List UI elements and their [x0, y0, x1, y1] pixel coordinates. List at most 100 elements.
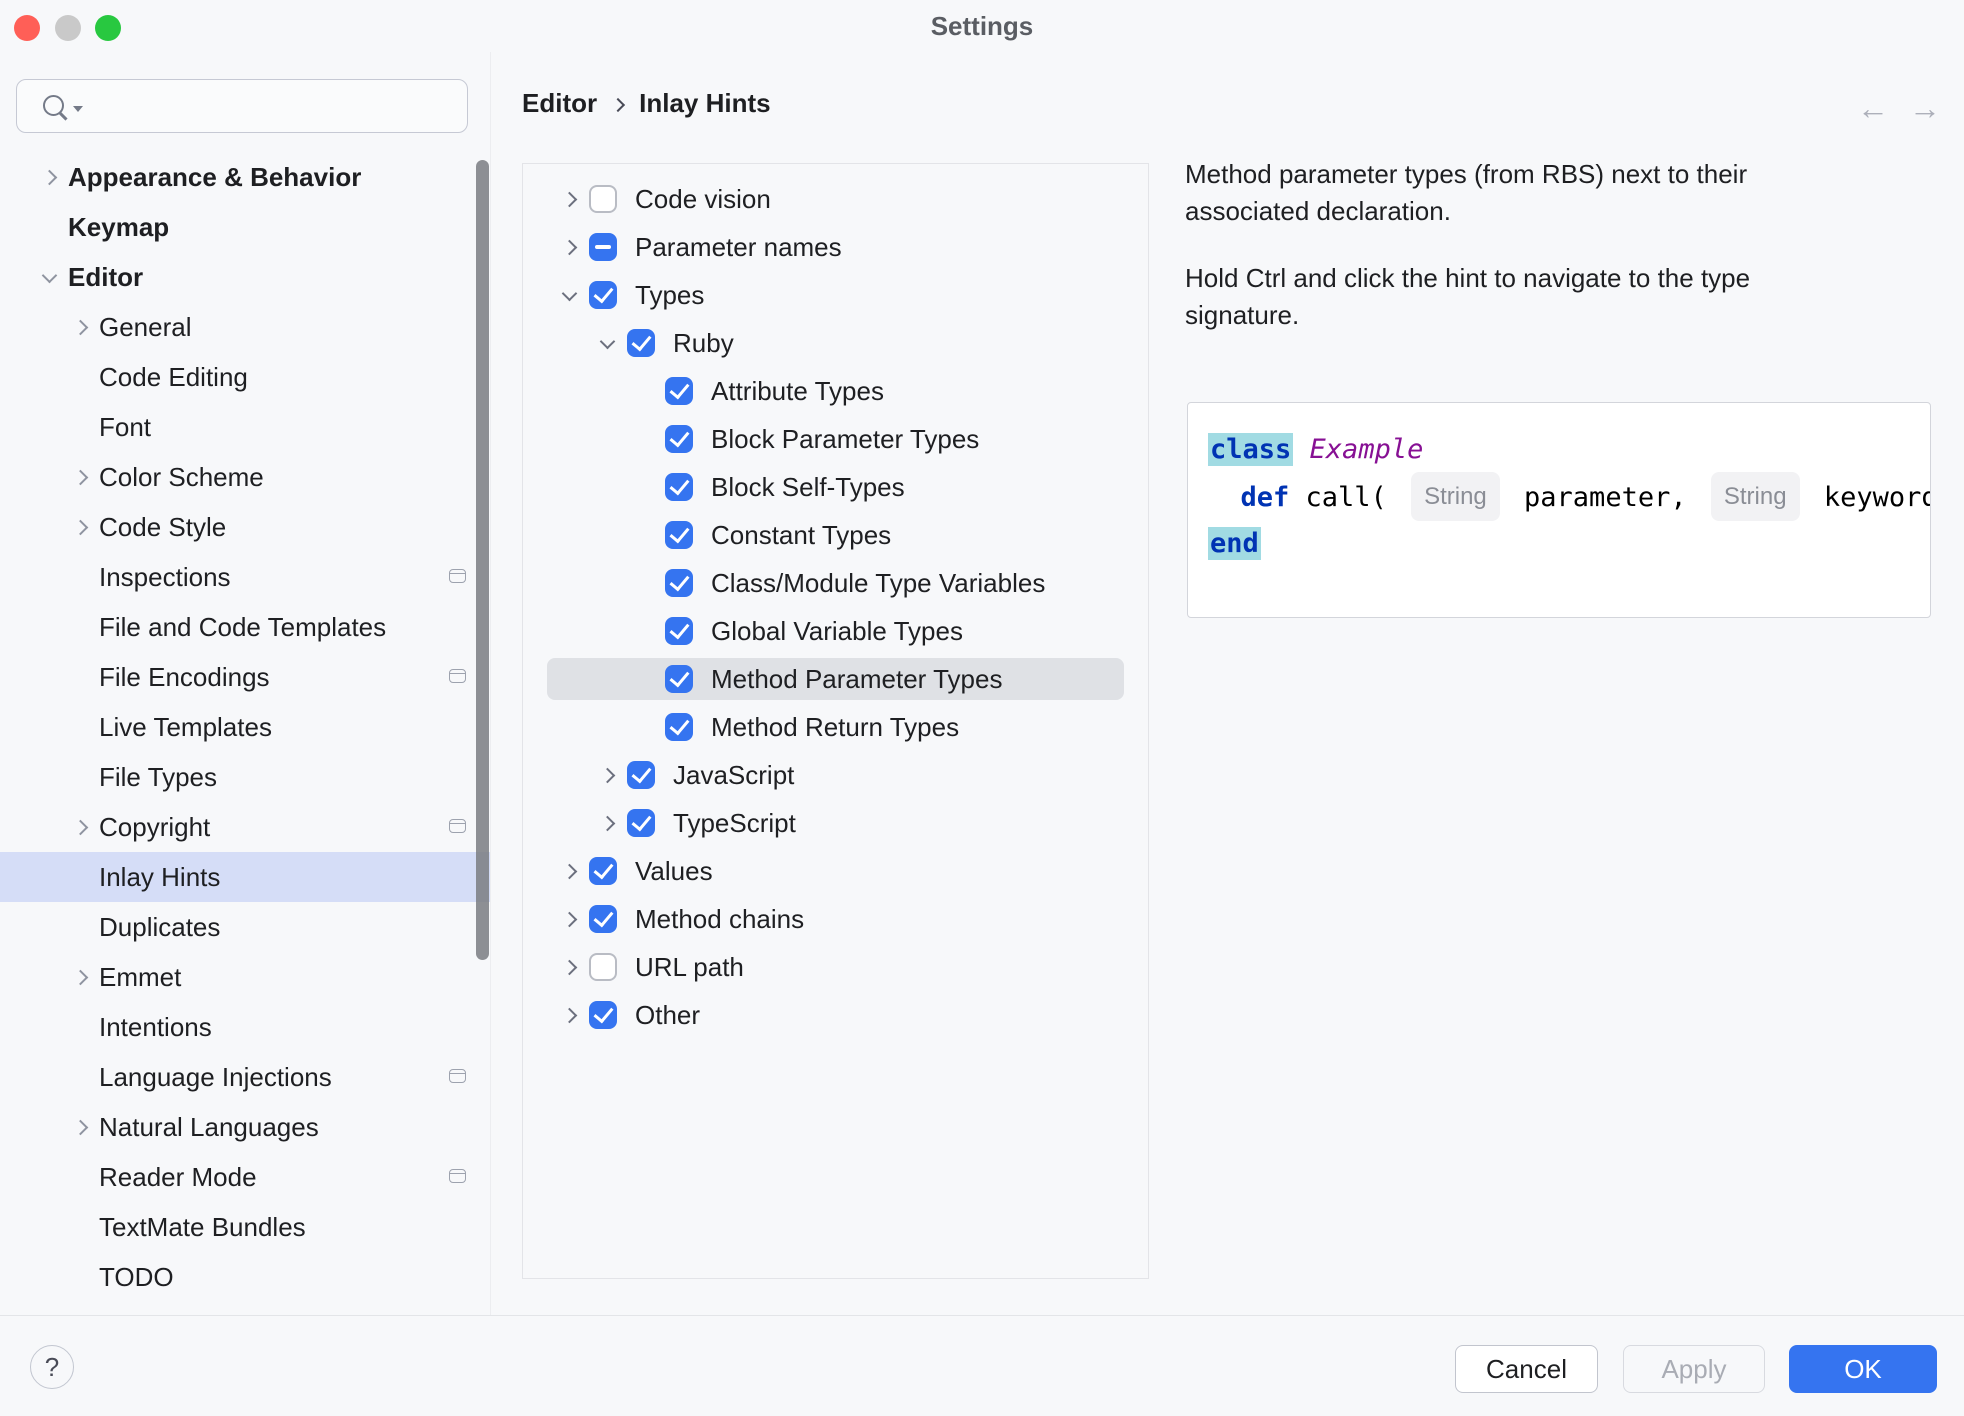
sidebar-item-file-and-code-templates[interactable]: File and Code Templates [0, 602, 490, 652]
chevron-right-icon[interactable] [561, 863, 577, 879]
search-options-caret-icon[interactable] [73, 106, 83, 112]
sidebar-scrollbar[interactable] [476, 160, 489, 960]
sidebar-item-todo[interactable]: TODO [0, 1252, 490, 1302]
checkbox-checked[interactable] [627, 761, 655, 789]
title-bar: Settings [0, 0, 1964, 52]
tree-item-label: Global Variable Types [711, 615, 963, 646]
sidebar-item-code-style[interactable]: Code Style [0, 502, 490, 552]
sidebar-item-duplicates[interactable]: Duplicates [0, 902, 490, 952]
checkbox-checked[interactable] [665, 425, 693, 453]
tree-item-block-parameter-types[interactable]: Block Parameter Types [523, 415, 1148, 463]
chevron-right-icon[interactable] [72, 1119, 88, 1135]
inlay-hint-pill[interactable]: String [1710, 472, 1800, 521]
chevron-right-icon[interactable] [72, 469, 88, 485]
chevron-right-icon[interactable] [561, 959, 577, 975]
tree-item-method-parameter-types[interactable]: Method Parameter Types [523, 655, 1148, 703]
chevron-right-icon[interactable] [561, 911, 577, 927]
checkbox-checked[interactable] [589, 905, 617, 933]
chevron-right-icon[interactable] [561, 191, 577, 207]
minimize-window-icon[interactable] [55, 15, 81, 41]
checkbox-checked[interactable] [665, 665, 693, 693]
tree-item-block-self-types[interactable]: Block Self-Types [523, 463, 1148, 511]
chevron-right-icon[interactable] [72, 819, 88, 835]
sidebar-item-copyright[interactable]: Copyright [0, 802, 490, 852]
chevron-right-icon[interactable] [72, 519, 88, 535]
tree-item-typescript[interactable]: TypeScript [523, 799, 1148, 847]
sidebar-item-label: TODO [99, 1261, 174, 1292]
sidebar-item-label: Color Scheme [99, 461, 264, 492]
sidebar-item-live-templates[interactable]: Live Templates [0, 702, 490, 752]
chevron-right-icon[interactable] [41, 169, 57, 185]
sidebar-item-color-scheme[interactable]: Color Scheme [0, 452, 490, 502]
help-button[interactable]: ? [30, 1345, 74, 1389]
tree-item-method-return-types[interactable]: Method Return Types [523, 703, 1148, 751]
tree-item-javascript[interactable]: JavaScript [523, 751, 1148, 799]
tree-item-class-module-type-variables[interactable]: Class/Module Type Variables [523, 559, 1148, 607]
sidebar-item-font[interactable]: Font [0, 402, 490, 452]
tree-item-parameter-names[interactable]: Parameter names [523, 223, 1148, 271]
chevron-slot [549, 239, 589, 255]
tree-item-ruby[interactable]: Ruby [523, 319, 1148, 367]
chevron-right-icon[interactable] [599, 815, 615, 831]
chevron-down-icon[interactable] [561, 285, 577, 301]
checkbox-checked[interactable] [627, 809, 655, 837]
tree-item-code-vision[interactable]: Code vision [523, 175, 1148, 223]
keyword-def: def [1208, 482, 1290, 513]
checkbox-unchecked[interactable] [589, 953, 617, 981]
sidebar-item-emmet[interactable]: Emmet [0, 952, 490, 1002]
tree-item-constant-types[interactable]: Constant Types [523, 511, 1148, 559]
tree-item-global-variable-types[interactable]: Global Variable Types [523, 607, 1148, 655]
apply-button[interactable]: Apply [1623, 1345, 1765, 1393]
tree-item-url-path[interactable]: URL path [523, 943, 1148, 991]
sidebar-item-appearance-behavior[interactable]: Appearance & Behavior [0, 152, 490, 202]
zoom-window-icon[interactable] [95, 15, 121, 41]
sidebar-item-file-types[interactable]: File Types [0, 752, 490, 802]
sidebar-item-label: Live Templates [99, 711, 272, 742]
checkbox-checked[interactable] [665, 377, 693, 405]
sidebar-item-code-editing[interactable]: Code Editing [0, 352, 490, 402]
sidebar-item-textmate-bundles[interactable]: TextMate Bundles [0, 1202, 490, 1252]
chevron-down-icon[interactable] [41, 267, 57, 283]
inlay-hint-pill[interactable]: String [1411, 472, 1500, 521]
sidebar-item-natural-languages[interactable]: Natural Languages [0, 1102, 490, 1152]
checkbox-checked[interactable] [589, 281, 617, 309]
sidebar-item-general[interactable]: General [0, 302, 490, 352]
sidebar-item-editor[interactable]: Editor [0, 252, 490, 302]
chevron-right-icon[interactable] [561, 239, 577, 255]
chevron-right-icon[interactable] [599, 767, 615, 783]
sidebar-item-inlay-hints[interactable]: Inlay Hints [0, 852, 490, 902]
ok-button[interactable]: OK [1789, 1345, 1937, 1393]
tree-item-attribute-types[interactable]: Attribute Types [523, 367, 1148, 415]
sidebar-item-inspections[interactable]: Inspections [0, 552, 490, 602]
tree-item-values[interactable]: Values [523, 847, 1148, 895]
sidebar-item-intentions[interactable]: Intentions [0, 1002, 490, 1052]
sidebar-item-reader-mode[interactable]: Reader Mode [0, 1152, 490, 1202]
forward-arrow-icon[interactable]: → [1909, 90, 1941, 126]
close-window-icon[interactable] [14, 15, 40, 41]
breadcrumb-section[interactable]: Editor [522, 88, 598, 118]
tree-item-method-chains[interactable]: Method chains [523, 895, 1148, 943]
checkbox-checked[interactable] [665, 569, 693, 597]
checkbox-checked[interactable] [589, 1001, 617, 1029]
checkbox-checked[interactable] [665, 713, 693, 741]
chevron-right-icon[interactable] [561, 1007, 577, 1023]
tree-item-types[interactable]: Types [523, 271, 1148, 319]
sidebar-item-keymap[interactable]: Keymap [0, 202, 490, 252]
cancel-button[interactable]: Cancel [1455, 1345, 1598, 1393]
checkbox-checked[interactable] [665, 521, 693, 549]
checkbox-unchecked[interactable] [589, 185, 617, 213]
search-input[interactable] [16, 79, 468, 133]
chevron-down-icon[interactable] [599, 333, 615, 349]
back-arrow-icon[interactable]: ← [1857, 90, 1889, 126]
sidebar-item-language-injections[interactable]: Language Injections [0, 1052, 490, 1102]
checkbox-indeterminate[interactable] [589, 233, 617, 261]
chevron-slot [549, 191, 589, 207]
checkbox-checked[interactable] [627, 329, 655, 357]
chevron-right-icon[interactable] [72, 319, 88, 335]
tree-item-other[interactable]: Other [523, 991, 1148, 1039]
checkbox-checked[interactable] [589, 857, 617, 885]
chevron-right-icon[interactable] [72, 969, 88, 985]
checkbox-checked[interactable] [665, 617, 693, 645]
sidebar-item-file-encodings[interactable]: File Encodings [0, 652, 490, 702]
checkbox-checked[interactable] [665, 473, 693, 501]
